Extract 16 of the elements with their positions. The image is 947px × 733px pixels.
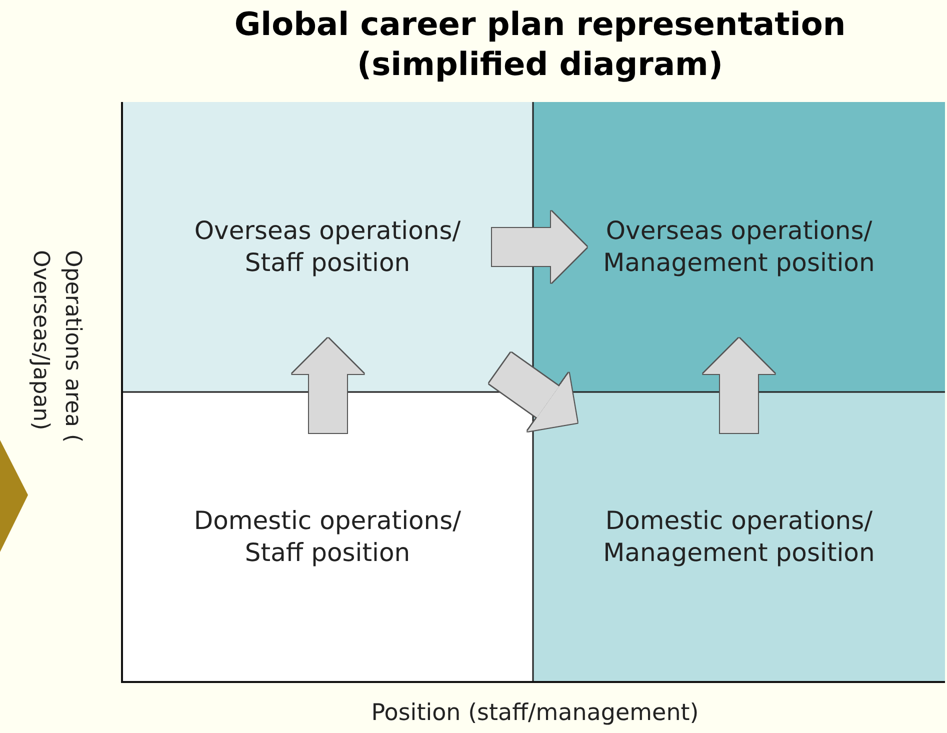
axis-label: Position (staff/management)	[370, 700, 700, 726]
diagram-title: Global career plan representation (simplified diagram)	[233, 4, 847, 84]
block-arrow	[489, 352, 578, 432]
block-arrow	[703, 338, 775, 433]
quadrant-label: Domestic operations/ Staff position	[192, 504, 462, 569]
quadrant-label: Overseas operations/ Management position	[602, 214, 876, 279]
quadrant-panel	[122, 102, 533, 392]
quadrant-panel	[122, 392, 533, 682]
axis-label: Operations area ( Overseas/Japan)	[26, 250, 86, 445]
quadrant-label: Overseas operations/ Staff position	[193, 214, 462, 279]
quadrant-label: Domestic operations/ Management position	[602, 504, 876, 569]
block-arrow	[492, 211, 587, 283]
block-arrow	[292, 338, 364, 433]
quadrant-panel	[533, 102, 945, 392]
quadrant-panel	[533, 392, 945, 682]
pointer-triangle	[0, 440, 28, 552]
